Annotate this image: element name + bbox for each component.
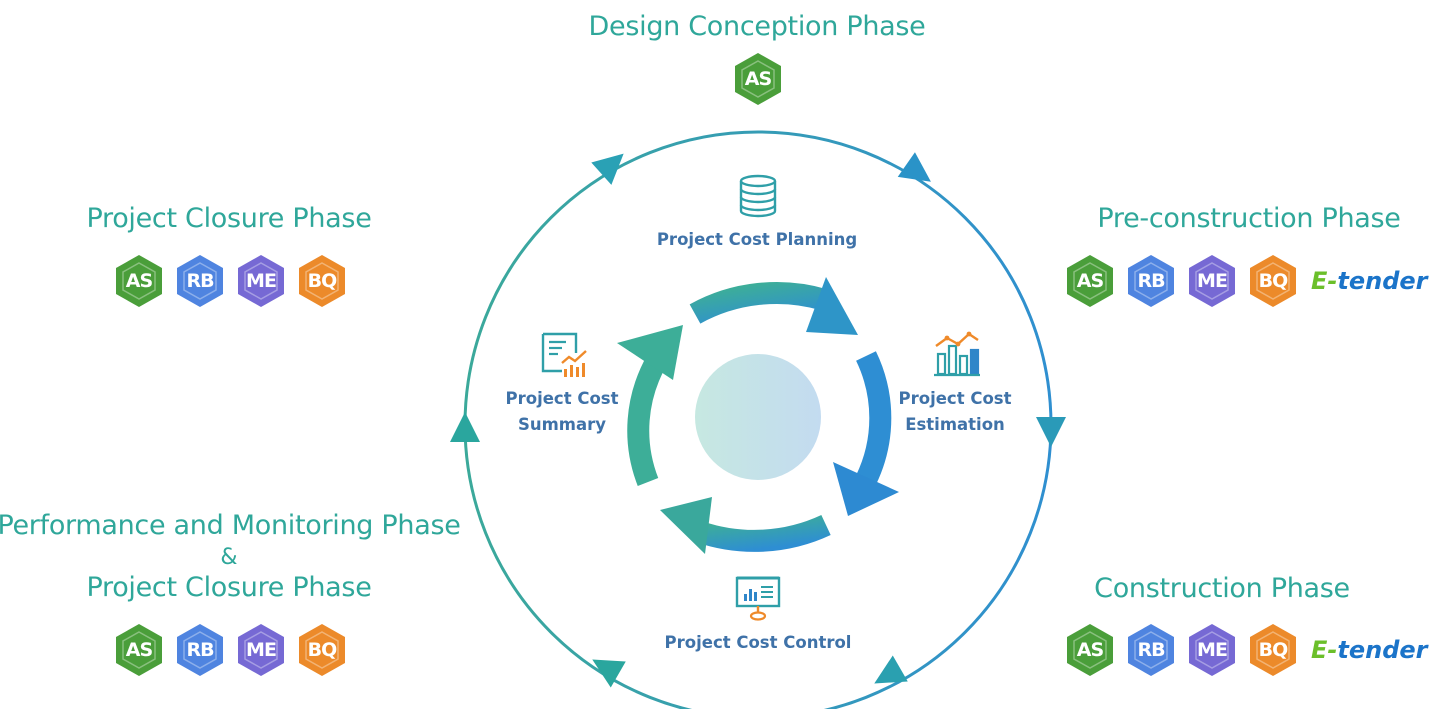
construction-phase-badges: AS RB ME BQ E-tender (1065, 623, 1428, 677)
inner-arrow-right-head (833, 462, 899, 516)
badge-label: BQ (307, 270, 338, 292)
badge-me-icon: ME (1187, 623, 1237, 677)
badge-label: RB (1137, 270, 1165, 292)
preconstruction-phase-title: Pre-construction Phase (1097, 203, 1401, 234)
badge-label: AS (1076, 270, 1104, 292)
badge-label: AS (744, 68, 772, 90)
badge-rb-icon: RB (1126, 623, 1176, 677)
design-phase-title: Design Conception Phase (588, 11, 926, 42)
badge-me-icon: ME (236, 623, 286, 677)
badge-bq-icon: BQ (1248, 254, 1298, 308)
ring-arrow-left (450, 412, 480, 442)
badge-as-icon: AS (1065, 254, 1115, 308)
step-label-control: Project Cost Control (664, 633, 852, 652)
badge-label: RB (186, 270, 214, 292)
inner-arrow-top (689, 282, 829, 324)
etender-logo: E-tender (1311, 267, 1428, 295)
badge-me-icon: ME (1187, 254, 1237, 308)
bar-chart-trend-icon (934, 331, 980, 377)
performance-closure-phase-title: Project Closure Phase (86, 572, 372, 603)
performance-phase-ampersand: & (220, 545, 238, 570)
database-icon (739, 174, 777, 218)
badge-label: ME (246, 639, 277, 661)
inner-arrow-bottom (696, 514, 831, 552)
report-document-icon (541, 332, 587, 377)
badge-label: ME (1197, 270, 1228, 292)
etender-logo: E-tender (1311, 636, 1428, 664)
badge-rb-icon: RB (175, 254, 225, 308)
badge-bq-icon: BQ (297, 623, 347, 677)
badge-label: AS (125, 270, 153, 292)
etender-suffix: tender (1337, 636, 1428, 664)
etender-prefix: E- (1311, 636, 1338, 664)
step-label-summary: Project Cost Summary (505, 389, 619, 434)
center-core (695, 354, 821, 480)
inner-cycle-arrows (617, 277, 899, 554)
badge-label: BQ (1258, 639, 1289, 661)
presentation-board-icon (735, 576, 781, 621)
inner-arrow-right (855, 351, 892, 485)
inner-arrow-top-head (806, 277, 858, 335)
preconstruction-phase-badges: AS RB ME BQ E-tender (1065, 254, 1428, 308)
closure-phase-title: Project Closure Phase (86, 203, 372, 234)
badge-rb-icon: RB (175, 623, 225, 677)
performance-phase-title: Performance and Monitoring Phase (0, 510, 461, 541)
badge-me-icon: ME (236, 254, 286, 308)
performance-phase-badges: AS RB ME BQ (114, 623, 347, 677)
badge-as-icon: AS (114, 623, 164, 677)
construction-phase-title: Construction Phase (1094, 573, 1350, 604)
ring-arrow-top-right (897, 152, 931, 182)
badge-label: RB (1137, 639, 1165, 661)
etender-prefix: E- (1311, 267, 1338, 295)
badge-label: ME (246, 270, 277, 292)
badge-bq-icon: BQ (297, 254, 347, 308)
badge-as-icon: AS (114, 254, 164, 308)
badge-as-icon: AS (1065, 623, 1115, 677)
badge-label: AS (125, 639, 153, 661)
badge-label: ME (1197, 639, 1228, 661)
inner-arrow-bottom-head (660, 497, 712, 554)
badge-bq-icon: BQ (1248, 623, 1298, 677)
ring-arrow-bottom-left (592, 659, 626, 688)
step-label-planning: Project Cost Planning (656, 230, 858, 249)
badge-label: RB (186, 639, 214, 661)
closure-phase-badges: AS RB ME BQ (114, 254, 347, 308)
badge-label: BQ (307, 639, 338, 661)
ring-arrow-bottom-right (874, 655, 908, 684)
ring-arrow-right (1036, 417, 1066, 447)
badge-label: AS (1076, 639, 1104, 661)
badge-label: BQ (1258, 270, 1289, 292)
design-phase-badges: AS (733, 52, 783, 106)
etender-suffix: tender (1337, 267, 1428, 295)
badge-as-icon: AS (733, 52, 783, 106)
inner-arrow-left (627, 354, 667, 486)
inner-arrow-left-head (617, 325, 683, 380)
step-label-estimation: Project Cost Estimation (898, 389, 1012, 434)
badge-rb-icon: RB (1126, 254, 1176, 308)
ring-arrow-top-left (591, 153, 624, 185)
